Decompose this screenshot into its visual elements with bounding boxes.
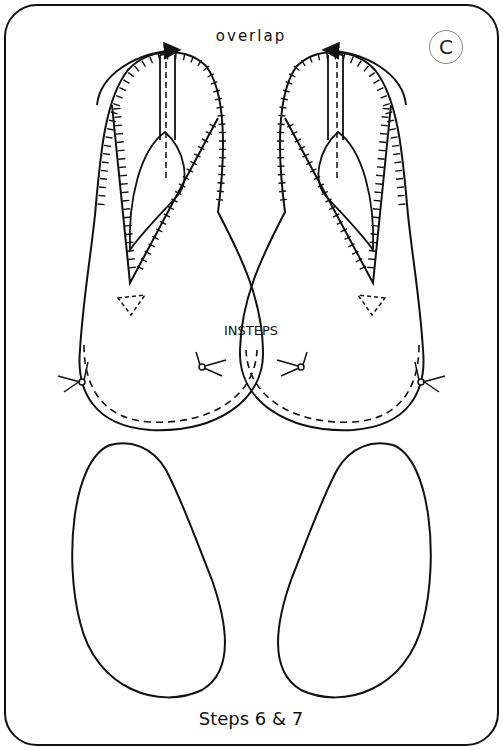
right-instep [240, 52, 445, 430]
caption: Steps 6 & 7 [199, 708, 303, 729]
left-sole [72, 443, 225, 697]
badge-letter: C [439, 35, 453, 59]
step-badge: C [429, 30, 463, 64]
arrow-label: overlap [216, 27, 286, 45]
right-sole [278, 443, 431, 697]
part-label: INSTEPS [224, 323, 278, 338]
left-instep [58, 52, 263, 430]
panel-border [5, 5, 498, 745]
